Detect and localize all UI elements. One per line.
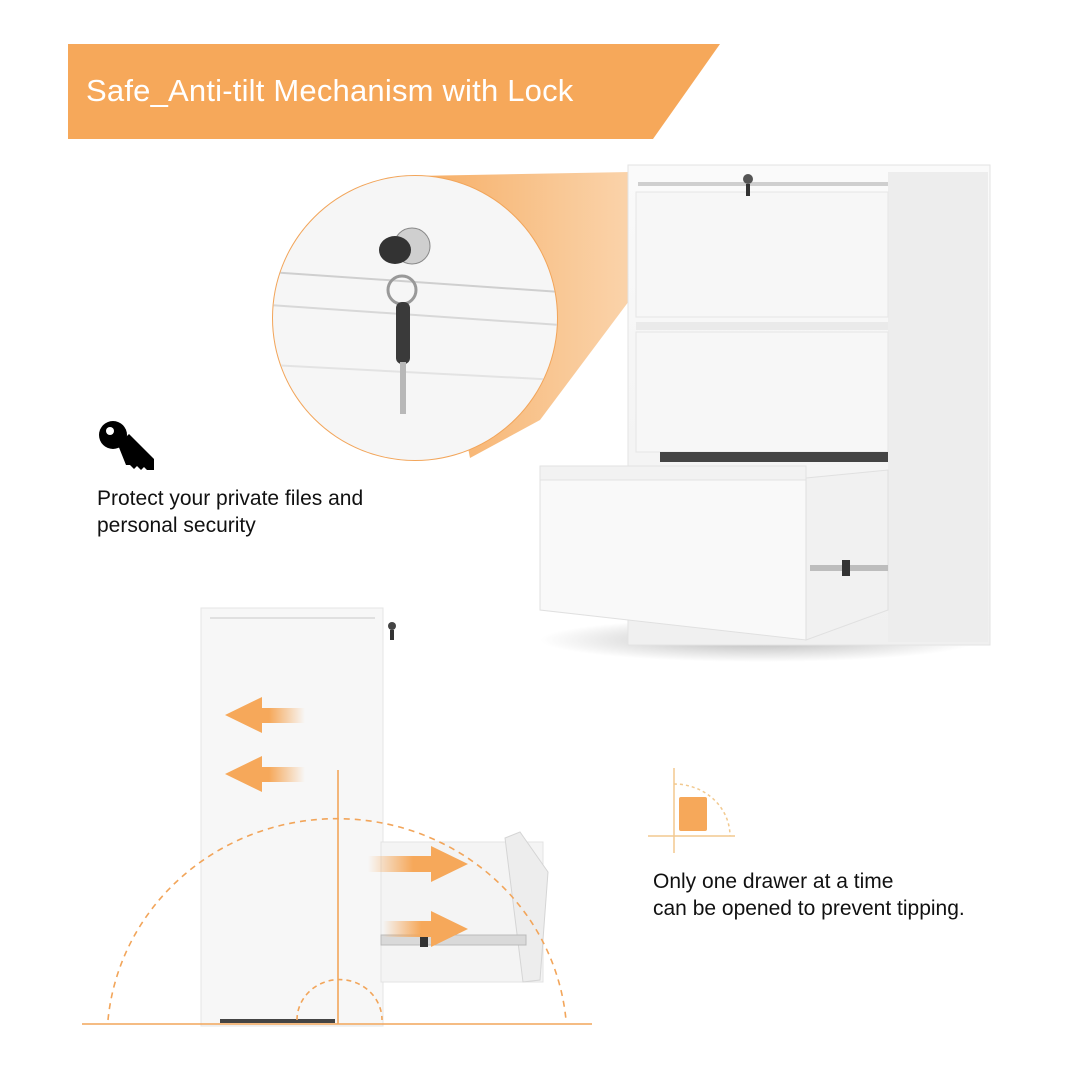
lock-caption-line2: personal security xyxy=(97,514,256,537)
anti-tilt-diagram-icon xyxy=(648,768,735,853)
balance-arcs xyxy=(82,770,592,1025)
tipping-caption-line2: can be opened to prevent tipping. xyxy=(653,897,965,920)
side-view-cabinet xyxy=(200,607,549,1027)
header-banner: Safe_Anti-tilt Mechanism with Lock xyxy=(68,44,720,139)
pull-out-arrows xyxy=(368,846,468,947)
main-cabinet xyxy=(539,164,991,662)
tipping-caption-line1: Only one drawer at a time xyxy=(653,870,894,893)
banner-title: Safe_Anti-tilt Mechanism with Lock xyxy=(86,73,574,108)
key-icon xyxy=(99,421,154,470)
push-in-arrows xyxy=(225,697,305,792)
lock-closeup-circle xyxy=(272,175,558,461)
banner-shape xyxy=(68,44,720,139)
lock-feature-caption: Protect your private files and personal … xyxy=(97,485,363,539)
tipping-feature-caption: Only one drawer at a time can be opened … xyxy=(653,868,965,922)
lock-caption-line1: Protect your private files and xyxy=(97,487,364,510)
